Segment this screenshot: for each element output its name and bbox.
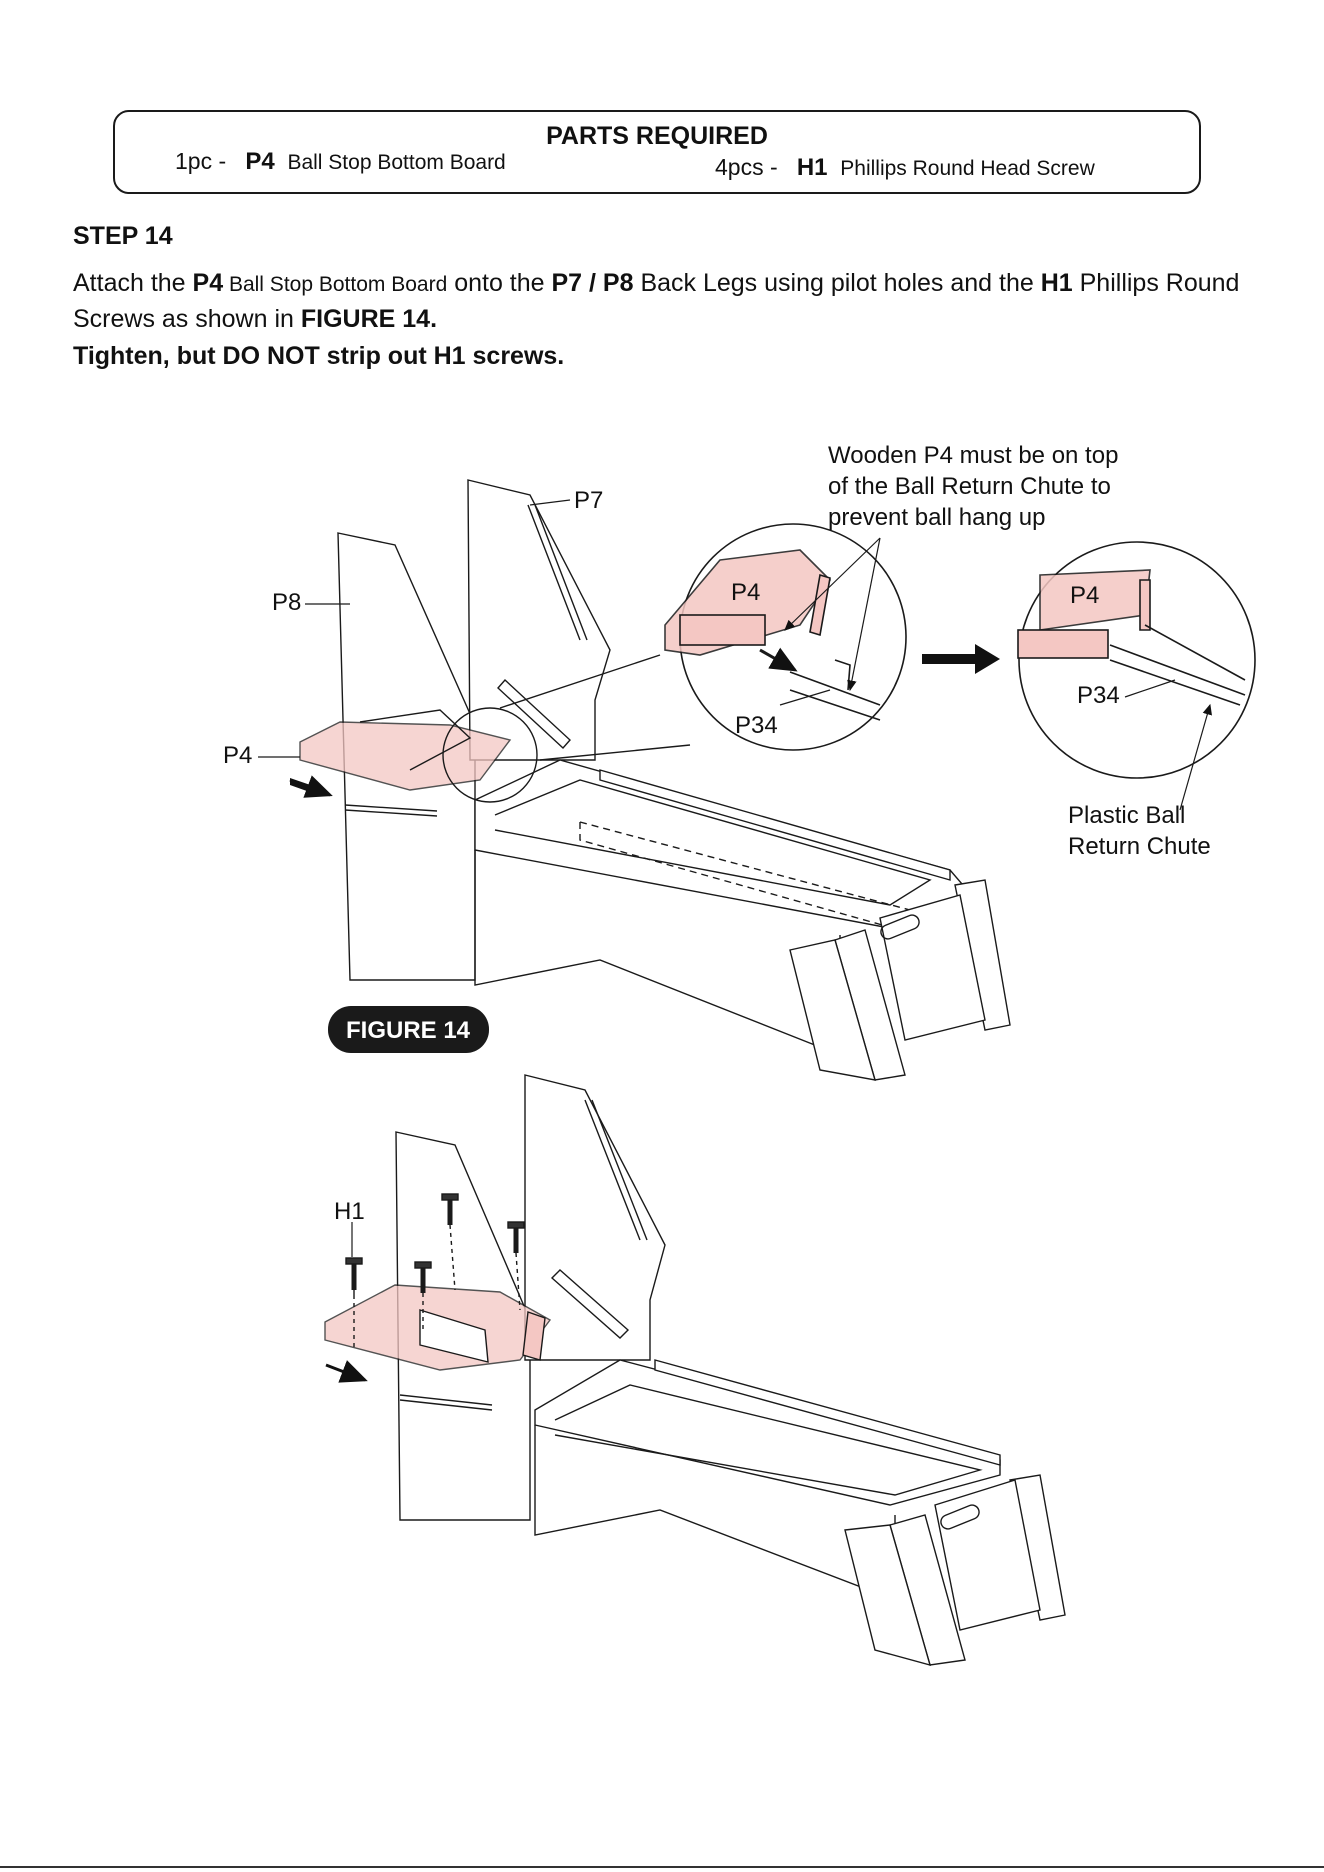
screw-icon <box>345 1257 363 1295</box>
step-title: STEP 14 <box>73 222 173 250</box>
label-p7: P7 <box>574 487 603 514</box>
footer-rule <box>0 1866 1324 1868</box>
part-qty: 4pcs - <box>715 154 778 180</box>
label-p34-zoom2: P34 <box>1077 682 1120 709</box>
label-p4-zoom: P4 <box>731 579 760 606</box>
part-item-h1: 4pcs - H1 Phillips Round Head Screw <box>715 154 1095 182</box>
step-instruction: Attach the P4 Ball Stop Bottom Board ont… <box>73 266 1263 336</box>
figure-top-leaders <box>258 499 1212 811</box>
screw-icon <box>507 1221 525 1253</box>
instr-bold: P4 <box>192 269 224 297</box>
part-name: Phillips Round Head Screw <box>840 157 1095 180</box>
note-line: prevent ball hang up <box>828 504 1046 531</box>
label-p4-zoom2: P4 <box>1070 582 1099 609</box>
zoom-detail-1 <box>664 523 907 751</box>
instr-small: Ball Stop Bottom Board <box>223 273 448 296</box>
note-line: Return Chute <box>1068 833 1211 860</box>
figure-badge-label: FIGURE 14 <box>346 1017 471 1044</box>
part-code: P4 <box>245 148 275 175</box>
figure-top-assembly <box>299 479 1011 1081</box>
arrow-right-icon <box>922 644 1000 674</box>
zoom-detail-2 <box>1017 541 1256 779</box>
parts-required-box: PARTS REQUIRED 1pc - P4 Ball Stop Bottom… <box>113 110 1201 194</box>
label-h1: H1 <box>334 1198 365 1225</box>
note-line: of the Ball Return Chute to <box>828 473 1111 500</box>
note-line: Wooden P4 must be on top <box>828 442 1118 469</box>
instr-text: onto the <box>447 269 552 297</box>
part-code: H1 <box>796 154 828 181</box>
figure-badge: FIGURE 14 <box>328 1006 489 1053</box>
instr-bold: P7 / P8 <box>551 269 634 297</box>
label-p4: P4 <box>223 742 252 769</box>
screw-icon <box>441 1193 459 1225</box>
instr-bold: H1 <box>1040 269 1073 297</box>
note-wooden-p4: Wooden P4 must be on top of the Ball Ret… <box>828 442 1125 531</box>
step-warning: Tighten, but DO NOT strip out H1 screws. <box>73 342 565 370</box>
parts-required-title: PARTS REQUIRED <box>546 122 768 150</box>
figure-bottom-assembly <box>324 1074 1066 1667</box>
instr-text: Phillips Round Screws as shown in <box>73 269 1240 333</box>
part-item-p4: 1pc - P4 Ball Stop Bottom Board <box>175 148 506 176</box>
note-plastic-chute: Plastic Ball Return Chute <box>1068 802 1211 860</box>
label-p8: P8 <box>272 589 301 616</box>
note-line: Plastic Ball <box>1068 802 1185 829</box>
label-p34-zoom: P34 <box>735 712 778 739</box>
screw-icon <box>414 1261 432 1293</box>
instr-bold: FIGURE 14. <box>300 305 438 333</box>
part-qty: 1pc - <box>175 148 227 174</box>
instr-text: Back Legs using pilot holes and the <box>633 269 1041 297</box>
part-name: Ball Stop Bottom Board <box>287 151 506 174</box>
instr-text: Attach the <box>73 269 193 297</box>
arrow-icon <box>325 1360 368 1383</box>
